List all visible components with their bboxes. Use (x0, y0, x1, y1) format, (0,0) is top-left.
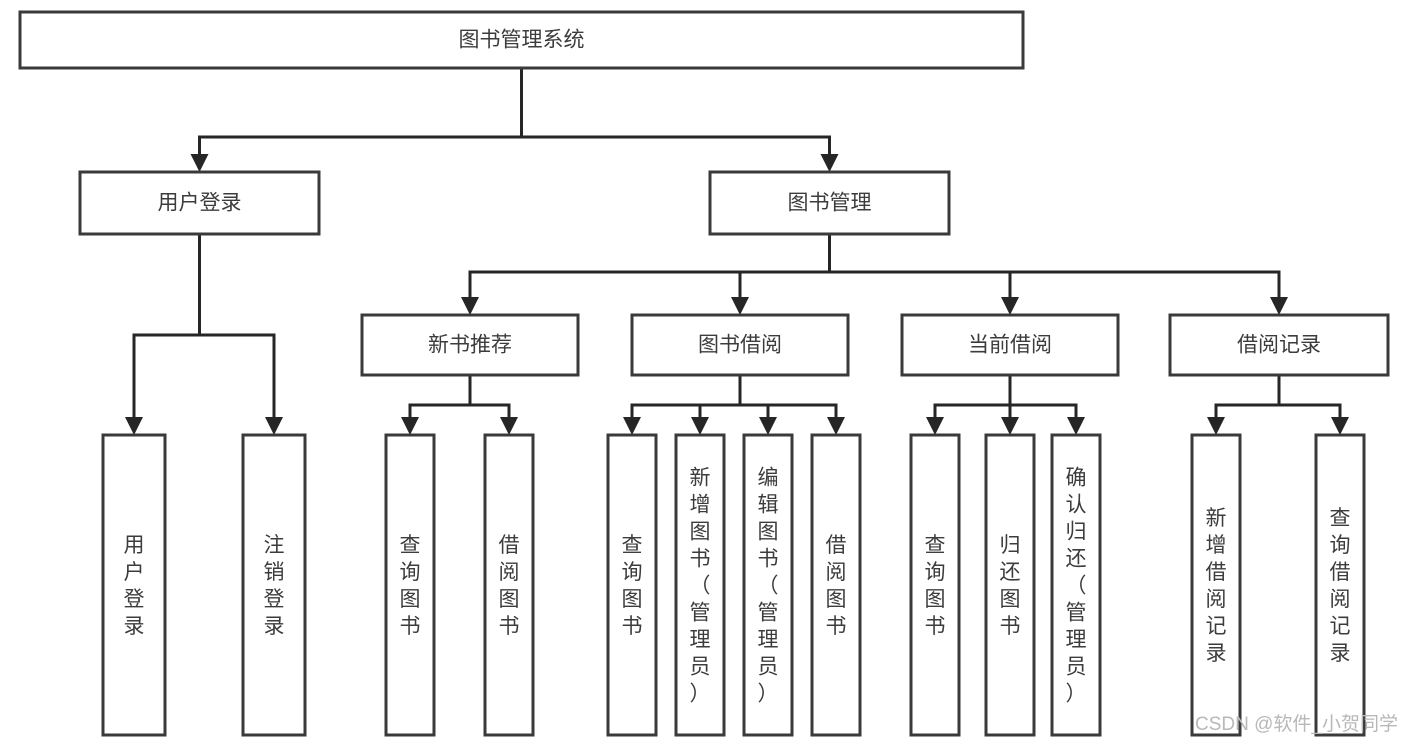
arrow-head-new-book-recommend-0 (401, 417, 419, 435)
node-label-borrow-book-2: 借阅图书 (826, 534, 847, 638)
node-user-login[interactable]: 用户登录 (78, 170, 321, 236)
arrow-head-book-manage-2 (1001, 297, 1019, 315)
node-box-borrow-book-1 (483, 433, 535, 737)
node-edit-book-admin[interactable]: 编辑图书（管理员） (742, 433, 794, 737)
node-label-book-borrow: 图书借阅 (698, 334, 782, 357)
node-add-borrow-record[interactable]: 新增借阅记录 (1190, 433, 1242, 737)
arrow-head-user-login-0 (125, 417, 143, 435)
arrow-head-current-borrow-2 (1067, 417, 1085, 435)
node-box-query-book-3 (909, 433, 961, 737)
node-box-query-borrow-record (1314, 433, 1366, 737)
node-box-edit-book-admin (742, 433, 794, 737)
node-user-login-do[interactable]: 用户登录 (101, 433, 167, 737)
node-box-root (18, 10, 1025, 70)
arrow-head-book-manage-0 (461, 297, 479, 315)
node-new-book-recommend[interactable]: 新书推荐 (360, 313, 580, 377)
node-box-new-book-recommend (360, 313, 580, 377)
node-label-user-login: 用户登录 (158, 192, 242, 215)
node-label-new-book-recommend: 新书推荐 (428, 334, 512, 357)
node-box-user-login (78, 170, 321, 236)
node-root[interactable]: 图书管理系统 (18, 10, 1025, 70)
csdn-watermark: CSDN @软件_小贺同学 (1195, 713, 1398, 735)
node-book-borrow[interactable]: 图书借阅 (630, 313, 850, 377)
node-label-query-book-3: 查询图书 (925, 534, 946, 638)
node-book-manage[interactable]: 图书管理 (708, 170, 951, 236)
node-label-user-login-do: 用户登录 (124, 534, 145, 638)
node-box-add-borrow-record (1190, 433, 1242, 737)
node-box-book-manage (708, 170, 951, 236)
node-label-query-borrow-record: 查询借阅记录 (1330, 507, 1351, 665)
node-label-confirm-return-admin: 确认归还（管理员） (1066, 467, 1087, 706)
node-layer: 用户登录用户登录注销登录图书管理新书推荐查询图书借阅图书图书借阅查询图书新增图书… (18, 10, 1390, 737)
node-user-logout[interactable]: 注销登录 (241, 433, 307, 737)
node-box-query-book-2 (606, 433, 658, 737)
node-confirm-return-admin[interactable]: 确认归还（管理员） (1050, 433, 1102, 737)
node-label-return-book: 归还图书 (1000, 534, 1021, 638)
node-box-query-book-1 (384, 433, 436, 737)
node-query-borrow-record[interactable]: 查询借阅记录 (1314, 433, 1366, 737)
node-borrow-record[interactable]: 借阅记录 (1168, 313, 1390, 377)
arrow-head-book-borrow-2 (759, 417, 777, 435)
node-query-book-2[interactable]: 查询图书 (606, 433, 658, 737)
node-label-add-borrow-record: 新增借阅记录 (1206, 507, 1227, 665)
node-borrow-book-1[interactable]: 借阅图书 (483, 433, 535, 737)
arrow-head-current-borrow-0 (926, 417, 944, 435)
arrow-head-book-manage-1 (731, 297, 749, 315)
connector-layer (125, 66, 1349, 435)
arrow-head-current-borrow-1 (1001, 417, 1019, 435)
node-box-return-book (984, 433, 1036, 737)
node-label-borrow-record: 借阅记录 (1237, 334, 1321, 357)
node-box-current-borrow (900, 313, 1120, 377)
node-return-book[interactable]: 归还图书 (984, 433, 1036, 737)
node-box-add-book-admin (674, 433, 726, 737)
arrow-head-borrow-record-1 (1331, 417, 1349, 435)
node-label-user-logout: 注销登录 (264, 534, 285, 638)
arrow-head-user-login-1 (265, 417, 283, 435)
node-label-current-borrow: 当前借阅 (968, 334, 1052, 357)
node-borrow-book-2[interactable]: 借阅图书 (810, 433, 862, 737)
arrow-head-book-borrow-3 (827, 417, 845, 435)
node-box-borrow-book-2 (810, 433, 862, 737)
node-box-confirm-return-admin (1050, 433, 1102, 737)
node-label-query-book-1: 查询图书 (400, 534, 421, 638)
node-label-root: 图书管理系统 (459, 29, 585, 52)
node-add-book-admin[interactable]: 新增图书（管理员） (674, 433, 726, 737)
node-label-query-book-2: 查询图书 (622, 534, 643, 638)
arrow-head-root-1 (820, 154, 839, 172)
node-box-borrow-record (1168, 313, 1390, 377)
node-box-user-login-do (101, 433, 167, 737)
node-query-book-3[interactable]: 查询图书 (909, 433, 961, 737)
node-query-book-1[interactable]: 查询图书 (384, 433, 436, 737)
arrow-head-borrow-record-0 (1207, 417, 1225, 435)
node-label-edit-book-admin: 编辑图书（管理员） (758, 467, 779, 706)
arrow-head-book-borrow-0 (623, 417, 641, 435)
arrow-head-book-borrow-1 (691, 417, 709, 435)
node-label-borrow-book-1: 借阅图书 (499, 534, 520, 638)
node-label-book-manage: 图书管理 (788, 192, 872, 215)
arrow-head-new-book-recommend-1 (500, 417, 518, 435)
arrow-head-book-manage-3 (1270, 297, 1288, 315)
node-label-add-book-admin: 新增图书（管理员） (690, 467, 711, 706)
node-box-book-borrow (630, 313, 850, 377)
arrow-head-root-0 (190, 154, 209, 172)
node-current-borrow[interactable]: 当前借阅 (900, 313, 1120, 377)
node-box-user-logout (241, 433, 307, 737)
